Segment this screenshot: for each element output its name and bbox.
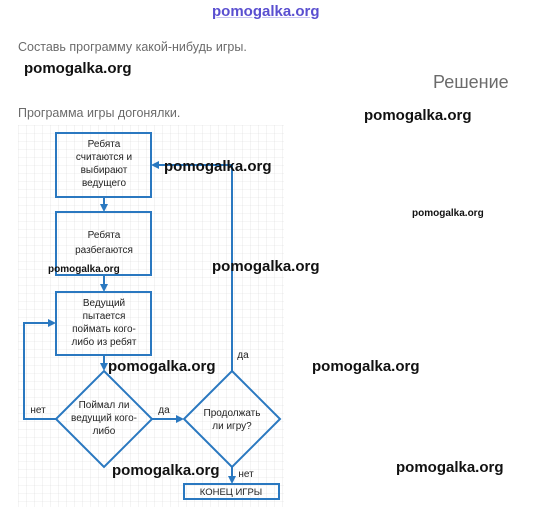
watermark: pomogalka.org xyxy=(48,264,120,275)
flowchart: Ребята считаются и выбирают ведущего Реб… xyxy=(18,125,284,507)
watermark: pomogalka.org xyxy=(112,462,220,479)
box-chase-line: Ведущий xyxy=(83,298,125,309)
watermark: pomogalka.org xyxy=(164,158,272,175)
caption-text: Программа игры догонялки. xyxy=(18,106,181,120)
arrow-yes-restart xyxy=(151,161,233,371)
diamond-caught-line: Поймал ли xyxy=(79,400,130,411)
watermark: pomogalka.org xyxy=(312,358,420,375)
box-chase-line: поймать кого- xyxy=(72,324,136,335)
diamond-caught-line: ведущий кого- xyxy=(71,413,137,424)
arrow-no-loop xyxy=(23,319,56,420)
box-chase-line: пытается xyxy=(83,311,126,322)
task-text: Составь программу какой-нибудь игры. xyxy=(18,40,247,54)
watermark: pomogalka.org xyxy=(212,258,320,275)
box-scatter-line: Ребята xyxy=(88,229,121,241)
watermark: pomogalka.org xyxy=(396,459,504,476)
diamond-continue-line: Продолжать xyxy=(204,408,261,419)
box-count-line: выбирают xyxy=(81,164,128,176)
diamond-caught xyxy=(54,369,154,469)
solution-heading[interactable]: Решение xyxy=(433,72,509,92)
box-chase-line: либо из ребят xyxy=(72,336,137,348)
diamond-caught-line: либо xyxy=(93,425,116,437)
end-label: КОНЕЦ ИГРЫ xyxy=(200,487,262,498)
watermark: pomogalka.org xyxy=(24,60,132,77)
watermark-top[interactable]: pomogalka.org xyxy=(212,3,320,20)
label-no: нет xyxy=(238,469,254,480)
label-no: нет xyxy=(30,405,46,416)
watermark: pomogalka.org xyxy=(364,107,472,124)
diamond-continue-line: ли игру? xyxy=(212,421,252,432)
box-end xyxy=(183,483,280,500)
box-count-line: ведущего xyxy=(82,178,126,189)
watermark: pomogalka.org xyxy=(412,208,484,219)
label-yes: да xyxy=(237,350,249,361)
box-scatter-line: разбегаются xyxy=(75,244,133,256)
box-count-line: считаются и xyxy=(76,152,132,163)
label-yes: да xyxy=(158,405,170,416)
box-count-line: Ребята xyxy=(88,138,121,150)
watermark: pomogalka.org xyxy=(108,358,216,375)
